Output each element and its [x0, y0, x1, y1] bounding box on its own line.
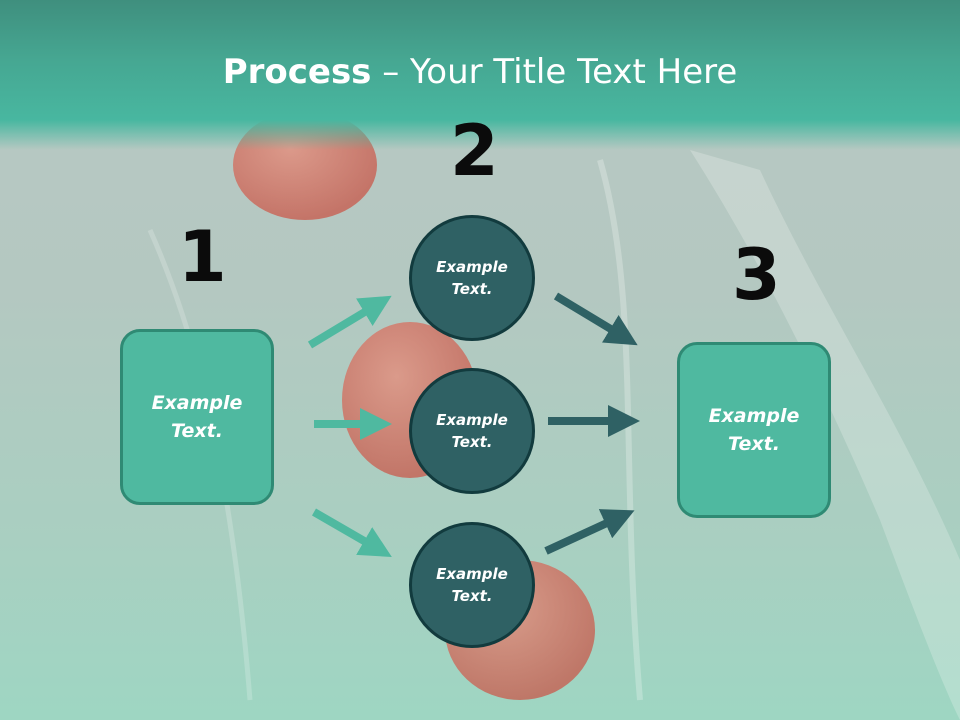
circle-top-line2: Text.	[451, 280, 493, 298]
slide-title: Process – Your Title Text Here	[0, 52, 960, 92]
circle-bottom: Example Text.	[409, 522, 535, 648]
title-bold: Process	[222, 52, 372, 92]
circle-top: Example Text.	[409, 215, 535, 341]
circle-middle-line1: Example	[436, 410, 508, 429]
left-box: Example Text.	[120, 329, 274, 505]
title-rest: – Your Title Text Here	[371, 52, 738, 92]
circle-top-line1: Example	[436, 257, 508, 276]
right-box-line1: Example	[708, 404, 800, 427]
circle-bottom-line2: Text.	[451, 587, 493, 605]
step-number-2: 2	[450, 110, 499, 192]
right-box-line2: Text.	[728, 433, 780, 455]
circle-bottom-line1: Example	[436, 564, 508, 583]
left-box-line1: Example	[151, 391, 243, 414]
circle-middle-line2: Text.	[451, 433, 493, 451]
right-box: Example Text.	[677, 342, 831, 518]
step-number-1: 1	[178, 216, 227, 298]
header-band	[0, 0, 960, 150]
step-number-3: 3	[732, 234, 781, 316]
circle-middle: Example Text.	[409, 368, 535, 494]
left-box-line2: Text.	[171, 420, 223, 442]
